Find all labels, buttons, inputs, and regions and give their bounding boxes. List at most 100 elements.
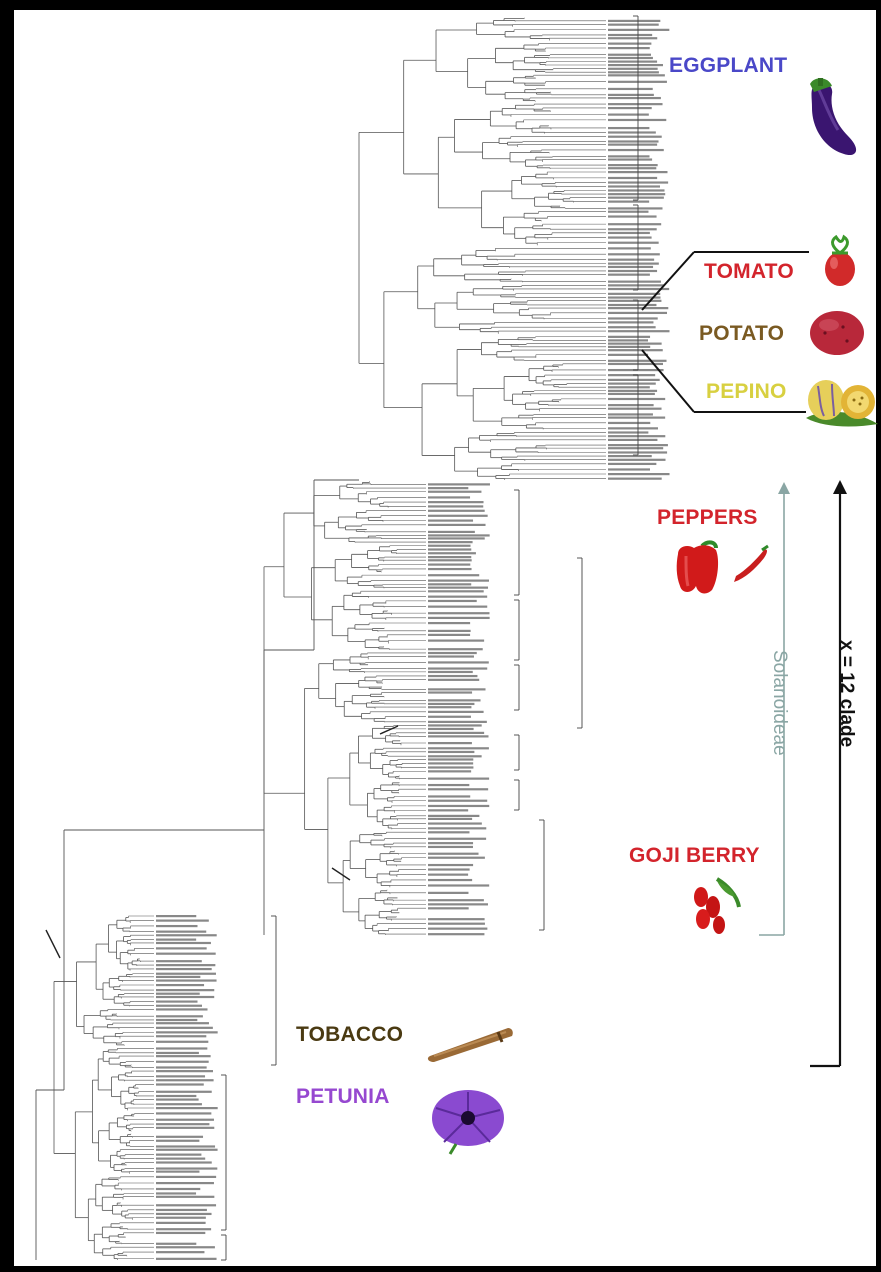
tip-label	[608, 299, 662, 302]
tip-label	[156, 1221, 206, 1224]
tip-label	[608, 413, 653, 416]
tip-label	[608, 416, 666, 419]
tip-label	[608, 200, 650, 203]
tip-label	[608, 42, 652, 45]
arrow-marker	[379, 725, 399, 735]
tip-label	[608, 37, 658, 40]
leader-tomato	[641, 251, 695, 311]
tip-label	[428, 501, 484, 504]
tip-label	[608, 458, 666, 461]
tip-label	[608, 118, 667, 122]
tip-label	[428, 845, 473, 849]
tip-label	[608, 382, 656, 385]
tip-label	[428, 878, 473, 882]
tip-label	[428, 842, 474, 845]
tip-label	[608, 53, 651, 56]
tip-label	[608, 349, 663, 352]
tip-label	[428, 922, 485, 925]
tip-label	[608, 455, 652, 458]
tip-label	[156, 960, 202, 963]
tip-label	[156, 1070, 213, 1073]
tip-label	[608, 148, 664, 152]
tip-label	[156, 975, 201, 979]
tip-label	[428, 633, 471, 636]
goji-berry-icon	[694, 877, 741, 934]
tip-label	[156, 1022, 209, 1025]
tip-label	[608, 103, 663, 106]
tip-label	[608, 269, 658, 273]
tip-label	[428, 639, 485, 642]
crop-label-eggplant: EGGPLANT	[669, 54, 788, 77]
tip-label	[428, 817, 473, 821]
crop-label-tomato: TOMATO	[704, 260, 794, 283]
tip-label	[428, 837, 487, 840]
tip-label	[428, 747, 489, 750]
tip-label	[428, 891, 469, 894]
tip-label	[156, 1216, 206, 1219]
tip-label	[428, 856, 485, 859]
tip-label	[156, 1079, 214, 1082]
crop-label-goji-berry: GOJI BERRY	[629, 844, 760, 867]
tip-label	[428, 742, 472, 745]
tomato-icon	[825, 234, 855, 286]
tip-label	[156, 1187, 201, 1191]
tip-label	[428, 827, 487, 830]
tip-label	[608, 247, 651, 250]
tip-label	[428, 648, 483, 651]
crop-label-pepino: PEPINO	[706, 380, 787, 403]
tip-label	[156, 1204, 217, 1207]
tip-label	[156, 1026, 213, 1029]
tip-label	[608, 253, 660, 256]
tip-label	[428, 788, 489, 791]
tip-label	[428, 548, 472, 551]
arrow-marker	[331, 867, 351, 881]
tip-label	[428, 831, 470, 834]
tip-label	[156, 1242, 197, 1245]
tip-label	[156, 967, 212, 971]
tip-label	[156, 979, 217, 982]
tip-label	[156, 1107, 218, 1110]
tip-label	[156, 1051, 199, 1055]
tip-label	[608, 404, 654, 407]
tip-label	[608, 339, 649, 342]
tip-label	[428, 762, 474, 765]
tip-label	[608, 74, 665, 77]
tip-label	[428, 519, 474, 522]
tip-label	[608, 389, 658, 392]
tip-label	[156, 1090, 212, 1093]
tip-label	[428, 678, 480, 681]
tip-label	[608, 435, 666, 438]
tip-label	[428, 605, 488, 608]
tip-label	[156, 1004, 202, 1007]
tip-label	[156, 1246, 215, 1249]
tip-label	[608, 215, 657, 218]
tip-label	[608, 23, 659, 26]
cigar-icon	[427, 1028, 513, 1062]
pepino-icon	[806, 380, 878, 427]
tip-label	[156, 1170, 200, 1173]
tip-label	[608, 280, 661, 283]
tip-label	[156, 934, 217, 937]
tip-label	[156, 930, 207, 933]
tip-label	[608, 71, 659, 74]
tip-label	[608, 386, 650, 389]
tip-label	[608, 447, 664, 450]
tip-label	[428, 563, 471, 566]
arrow-head-x12-clade	[833, 480, 847, 494]
tip-label	[608, 342, 662, 345]
tip-label	[428, 629, 471, 632]
tip-label	[428, 735, 489, 738]
tip-label	[608, 427, 658, 430]
tip-label	[428, 544, 471, 547]
tip-label	[608, 155, 650, 158]
tip-label	[156, 1031, 218, 1034]
tip-label	[608, 33, 653, 37]
tip-label	[428, 903, 488, 906]
tip-label	[608, 421, 651, 425]
tip-label	[608, 46, 650, 50]
tip-label	[156, 1135, 204, 1138]
tip-label	[428, 755, 482, 758]
tip-label	[428, 534, 490, 537]
tip-label	[156, 1195, 215, 1198]
tip-label	[608, 143, 658, 146]
